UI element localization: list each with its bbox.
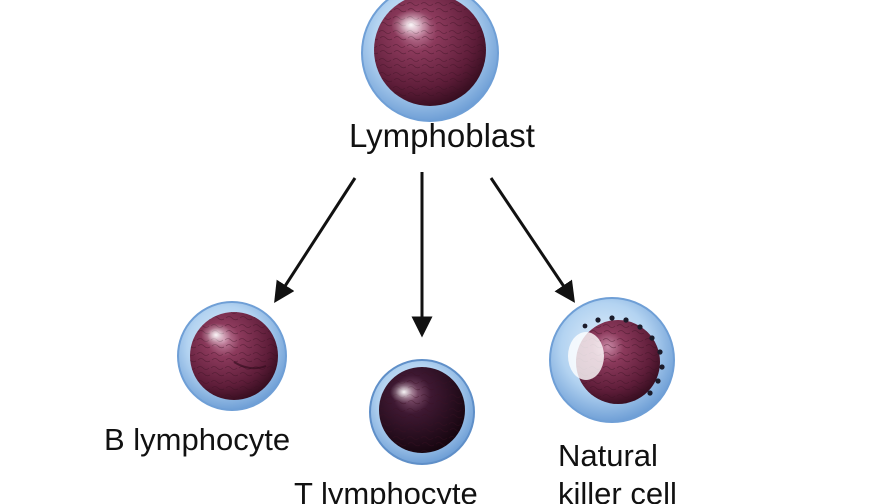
t-lymphocyte-cell [369, 359, 475, 465]
natural-killer-cell [549, 297, 675, 423]
b-lymphocyte-label: B lymphocyte [104, 422, 290, 457]
arrow-to-natural-killer-cell [489, 177, 575, 303]
lymphoblast-label: Lymphoblast [349, 117, 535, 154]
natural-killer-label-line2: killer cell [558, 476, 677, 504]
lymphoblast-cell [361, 0, 499, 122]
natural-killer-label-line1: Natural [558, 438, 658, 473]
nk-granules [582, 315, 665, 396]
arrow-to-b-lymphocyte [274, 177, 357, 303]
t-lymphocyte-label: T lymphocyte [294, 476, 478, 504]
b-lymphocyte-cell [177, 301, 287, 411]
